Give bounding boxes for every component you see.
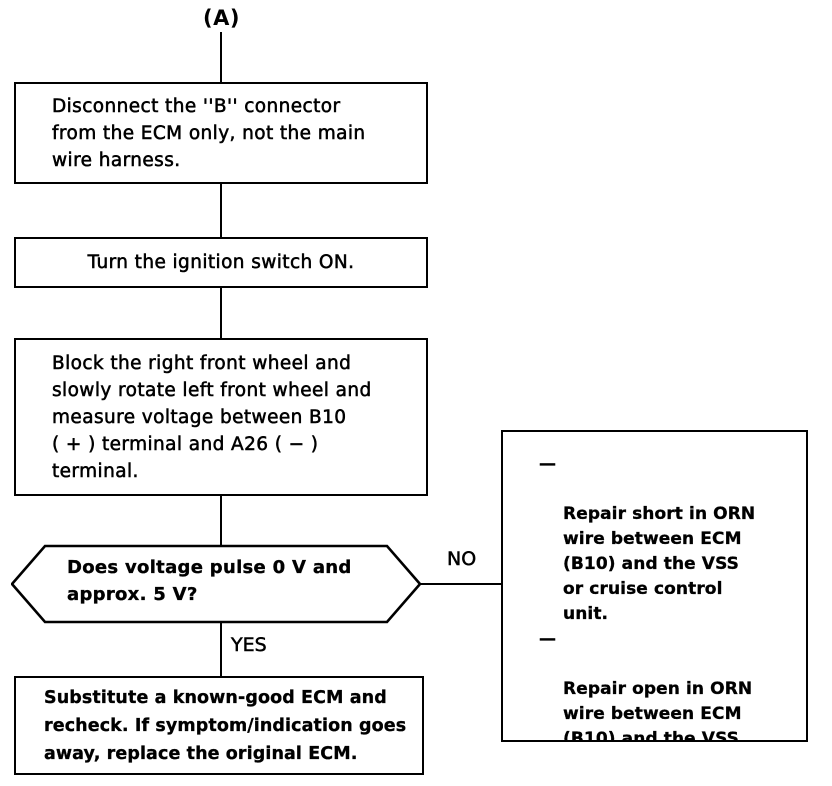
list-item-text: Repair open in ORN wire between ECM (B10…	[563, 679, 753, 742]
bullet-dash-icon: —	[539, 629, 557, 649]
decision-text: Does voltage pulse 0 V and approx. 5 V?	[67, 557, 352, 605]
outcome-box-substitute-text: Substitute a known-good ECM and recheck.…	[44, 687, 407, 764]
list-item: — Repair open in ORN wire between ECM (B…	[503, 627, 806, 742]
outcome-box-substitute-ecm: Substitute a known-good ECM and recheck.…	[14, 676, 424, 775]
step-box-measure-voltage: Block the right front wheel and slowly r…	[14, 338, 428, 496]
step-box-disconnect-text: Disconnect the ''B'' connector from the …	[52, 95, 366, 171]
connector-ignition-to-measure	[220, 288, 222, 338]
list-item-text: Repair short in ORN wire between ECM (B1…	[563, 504, 756, 624]
connector-decision-no-to-remedy	[420, 583, 502, 585]
connector-disconnect-to-ignition	[220, 184, 222, 237]
step-box-turn-ignition-on: Turn the ignition switch ON.	[14, 237, 428, 288]
decision-voltage-pulse: Does voltage pulse 0 V and approx. 5 V?	[11, 544, 421, 624]
step-box-measure-text: Block the right front wheel and slowly r…	[52, 352, 372, 482]
step-box-ignition-text: Turn the ignition switch ON.	[87, 251, 355, 273]
connector-measure-to-decision	[220, 496, 222, 546]
bullet-dash-icon: —	[539, 454, 557, 474]
list-item: — Repair short in ORN wire between ECM (…	[503, 452, 806, 627]
branch-label-yes: YES	[231, 634, 267, 657]
branch-label-no: NO	[447, 548, 477, 571]
connector-a-to-disconnect	[220, 32, 222, 82]
repair-action-list: — Repair short in ORN wire between ECM (…	[503, 452, 806, 742]
connector-decision-yes-to-substitute	[220, 622, 222, 676]
step-box-disconnect-b-connector: Disconnect the ''B'' connector from the …	[14, 82, 428, 184]
entry-connector-label: (A)	[203, 6, 240, 30]
outcome-box-repair-actions: — Repair short in ORN wire between ECM (…	[501, 430, 808, 742]
